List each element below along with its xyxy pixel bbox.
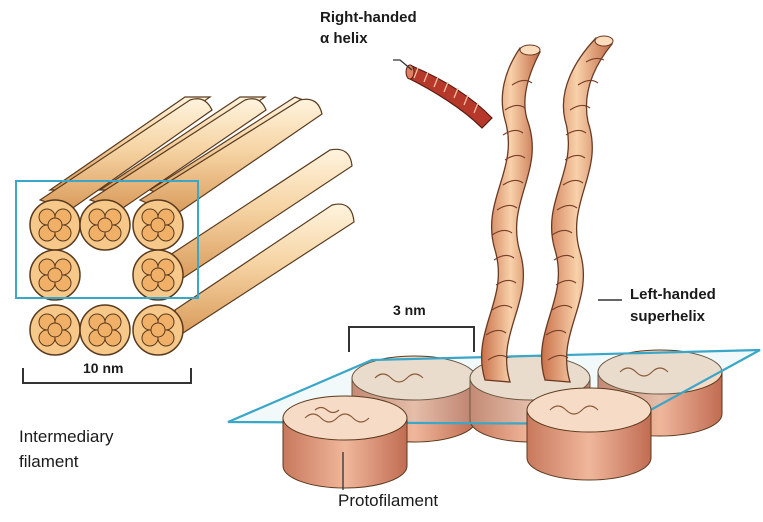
label-3nm: 3 nm — [393, 303, 426, 318]
rod-end-face — [80, 200, 130, 250]
label-superhelix-line1: Left-handed — [630, 287, 716, 304]
intermediary-filament-bundle — [16, 97, 354, 383]
label-alpha-helix-line1: Right-handed — [320, 10, 417, 27]
alpha-helix-strand — [406, 65, 492, 128]
rod-end-face — [133, 200, 183, 250]
rod-end-faces — [30, 200, 183, 355]
label-superhelix-line2: superhelix — [630, 309, 705, 326]
superhelix-left — [482, 45, 540, 382]
label-protofilament: Protofilament — [338, 492, 438, 511]
label-intermediary-line1: Intermediary — [19, 428, 113, 447]
proto-cylinder — [527, 388, 651, 480]
rod-end-face — [30, 250, 80, 300]
proto-cylinder — [283, 396, 407, 488]
rod-end-face — [80, 305, 130, 355]
label-intermediary-line2: filament — [19, 453, 79, 472]
rod-end-face — [30, 305, 80, 355]
label-10nm: 10 nm — [83, 361, 123, 376]
rod-end-face — [133, 250, 183, 300]
dimension-bracket-3nm — [349, 327, 474, 352]
rod-end-face — [30, 200, 80, 250]
rod-end-face — [133, 305, 183, 355]
label-alpha-helix-line2: α helix — [320, 31, 368, 48]
superhelix-right — [542, 36, 613, 382]
